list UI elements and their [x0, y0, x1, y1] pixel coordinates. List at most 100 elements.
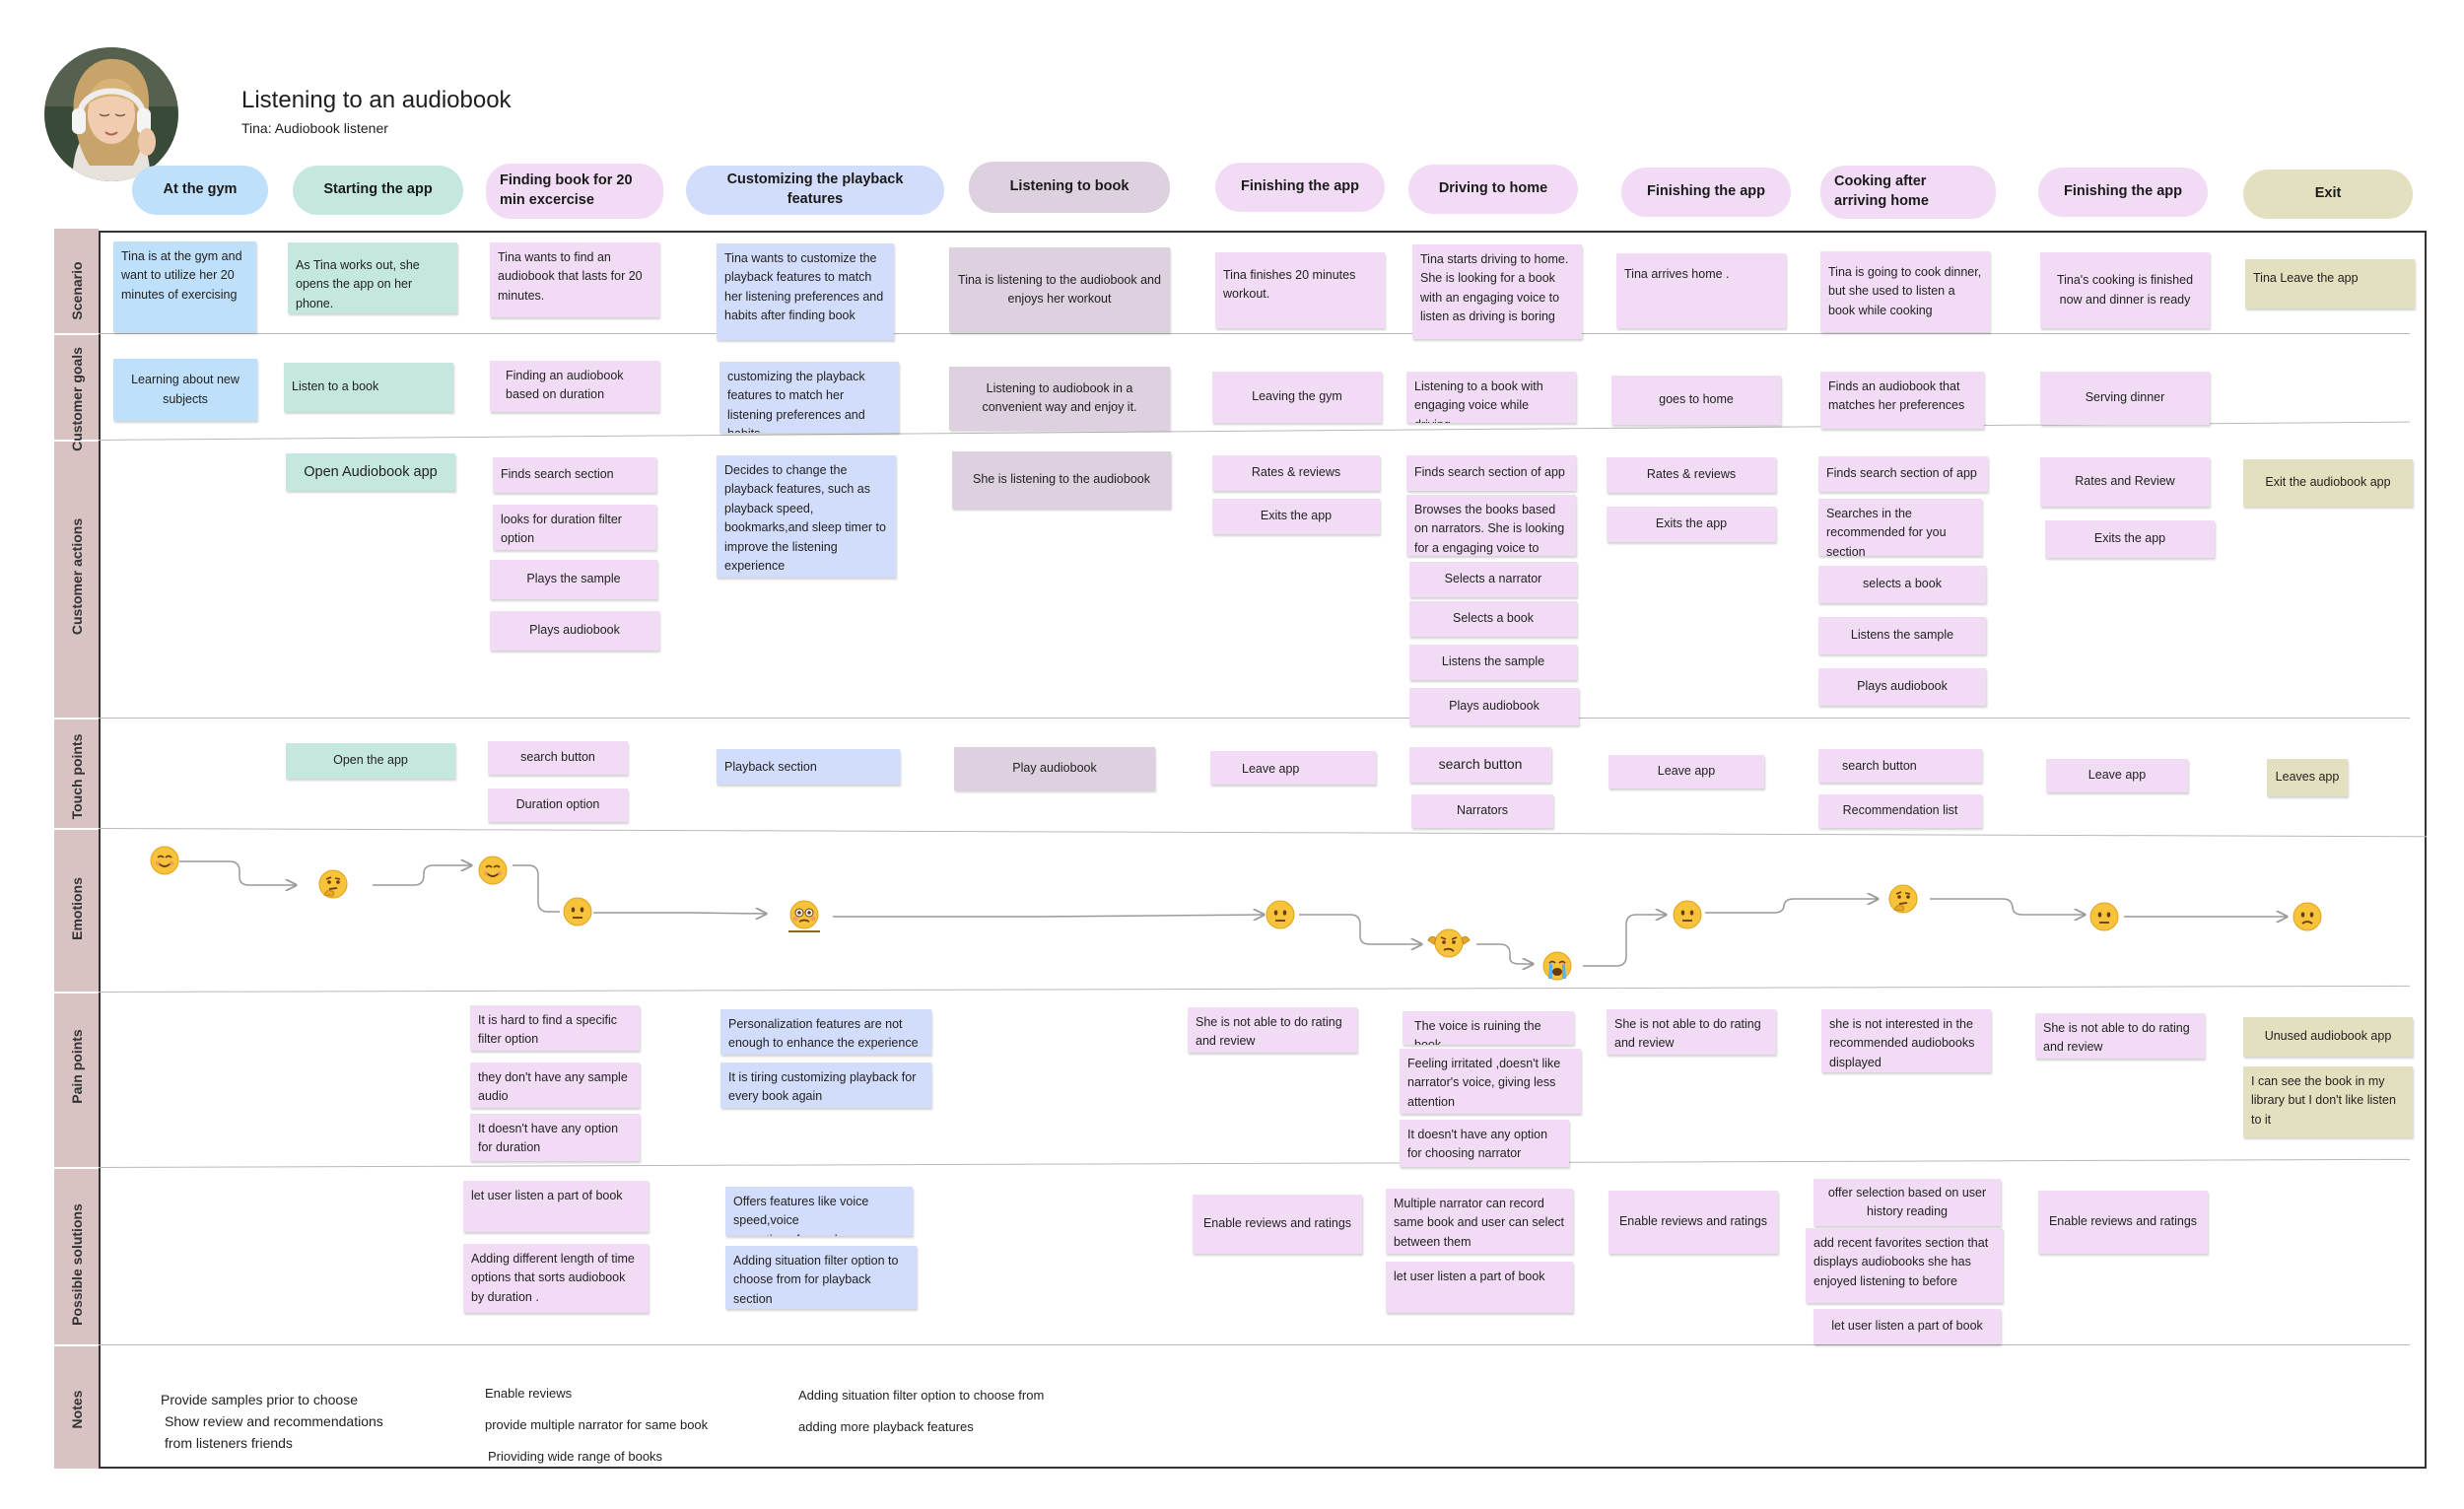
note-text: Enable reviews — [485, 1386, 573, 1401]
action-note: looks for duration filter option — [493, 505, 656, 550]
goal-note: Serving dinner — [2040, 372, 2210, 425]
scenario-note: Tina wants to customize the playback fea… — [717, 243, 894, 340]
touchpoint-note: search button — [1818, 749, 1982, 783]
solution-note: Adding different length of time options … — [463, 1244, 649, 1313]
note-text: from listeners friends — [165, 1435, 293, 1451]
touchpoint-note: Duration option — [488, 789, 628, 822]
lane-divider — [99, 718, 2410, 719]
emoji-flushed-icon — [789, 900, 819, 929]
solution-note: Offers features like voice speed,voice c… — [725, 1187, 913, 1236]
stage-exit: Exit — [2243, 170, 2413, 219]
action-note: Plays the sample — [490, 560, 657, 599]
note-text: Provide samples prior to choose — [161, 1392, 358, 1407]
touchpoint-note: Playback section — [717, 749, 900, 785]
goal-note: Listening to a book with engaging voice … — [1406, 372, 1576, 423]
emoji-neutral-icon — [1673, 900, 1702, 929]
lane-bar-goals — [54, 335, 99, 440]
stage-finishing-2: Finishing the app — [1621, 168, 1791, 217]
solution-note: let user listen a part of book — [1386, 1262, 1573, 1313]
emoji-crying-icon — [1542, 951, 1572, 981]
action-note: Selects a book — [1409, 601, 1577, 637]
action-note: Searches in the recommended for you sect… — [1818, 499, 1982, 556]
journey-map-frame — [99, 231, 2427, 1469]
pain-note: She is not able to do rating and review — [1188, 1007, 1357, 1053]
scenario-note: Tina arrives home . — [1616, 253, 1786, 328]
pain-note: I can see the book in my library but I d… — [2243, 1066, 2413, 1137]
note-text: Show review and recommendations — [165, 1413, 383, 1429]
solution-note: let user listen a part of book — [463, 1181, 649, 1232]
solution-note: Multiple narrator can record same book a… — [1386, 1189, 1573, 1254]
goal-note: Finds an audiobook that matches her pref… — [1820, 372, 1984, 429]
solution-note: Adding situation filter option to choose… — [725, 1246, 917, 1309]
scenario-note: Tina starts driving to home. She is look… — [1412, 244, 1582, 339]
stage-starting-the-app: Starting the app — [293, 166, 463, 215]
pain-note: Personalization features are not enough … — [720, 1009, 931, 1055]
stage-finding-book: Finding book for 20 min excercise — [486, 164, 663, 219]
goal-note: customizing the playback features to mat… — [719, 362, 899, 433]
lane-bar-actions — [54, 442, 99, 718]
goal-note: Learning about new subjects — [113, 359, 257, 421]
touchpoint-note: Open the app — [286, 743, 455, 779]
action-note: Exits the app — [2045, 520, 2215, 558]
action-note: Selects a narrator — [1409, 562, 1577, 597]
page-title: Listening to an audiobook — [241, 87, 512, 113]
action-note: Plays audiobook — [490, 611, 659, 651]
lane-divider — [99, 1344, 2410, 1345]
note-text: provide multiple narrator for same book — [485, 1417, 709, 1432]
pain-note: Unused audiobook app — [2243, 1017, 2413, 1057]
emoji-happy-icon — [150, 846, 179, 875]
pain-note: It doesn't have any option for duration — [470, 1114, 640, 1161]
action-note: Rates & reviews — [1607, 457, 1776, 493]
action-note: Finds search section — [493, 457, 656, 493]
persona-label: Tina: Audiobook listener — [241, 120, 388, 136]
pain-note: she is not interested in the recommended… — [1821, 1009, 1991, 1072]
scenario-note: Tina is going to cook dinner, but she us… — [1820, 251, 1990, 332]
action-note: Browses the books based on narrators. Sh… — [1406, 495, 1576, 556]
action-note: Plays audiobook — [1818, 668, 1986, 706]
action-note: Rates and Review — [2040, 457, 2210, 507]
action-note: She is listening to the audiobook — [952, 451, 1171, 509]
lane-bar-touch — [54, 720, 99, 828]
touchpoint-note: Play audiobook — [954, 747, 1155, 790]
lane-bar-emotions — [54, 830, 99, 992]
action-open-app: Open Audiobook app — [286, 453, 455, 491]
goal-note: goes to home — [1611, 376, 1781, 425]
action-note: Exits the app — [1212, 499, 1380, 534]
scenario-note: Tina Leave the app — [2245, 259, 2415, 309]
solution-note: offer selection based on user history re… — [1814, 1179, 2001, 1226]
stage-driving-home: Driving to home — [1408, 165, 1578, 214]
solution-note: Enable reviews and ratings — [2038, 1191, 2208, 1254]
pain-note: It doesn't have any option for choosing … — [1400, 1120, 1569, 1167]
note-text: adding more playback features — [798, 1419, 974, 1434]
pain-note: It is tiring customizing playback for ev… — [720, 1063, 931, 1108]
action-note: Exit the audiobook app — [2243, 459, 2413, 507]
touchpoint-note: Leave app — [1608, 755, 1764, 789]
solution-note: Enable reviews and ratings — [1608, 1191, 1778, 1254]
action-note: Finds search section of app — [1818, 456, 1988, 492]
action-note: Plays audiobook — [1409, 688, 1579, 725]
solution-note: add recent favorites section that displa… — [1806, 1228, 2003, 1303]
lane-bar-pain — [54, 994, 99, 1167]
action-note: Exits the app — [1607, 507, 1776, 542]
scenario-note: Tina's cooking is finished now and dinne… — [2040, 252, 2210, 328]
lane-bar-solutions — [54, 1169, 99, 1344]
action-note: selects a book — [1818, 566, 1986, 603]
scenario-note: Tina is at the gym and want to utilize h… — [113, 241, 256, 332]
touchpoint-note: Leave app — [1210, 751, 1376, 785]
action-note: Rates & reviews — [1212, 455, 1380, 491]
scenario-note: Tina wants to find an audiobook that las… — [490, 242, 659, 317]
emoji-happy-icon — [478, 856, 508, 885]
scenario-note: As Tina works out, she opens the app on … — [288, 242, 457, 313]
goal-note: Finding an audiobook based on duration — [490, 361, 659, 412]
touchpoint-note: search button — [1409, 747, 1551, 783]
pain-note: The voice is ruining the book — [1403, 1011, 1574, 1045]
pain-note: Feeling irritated ,doesn't like narrator… — [1400, 1049, 1581, 1114]
emoji-neutral-icon — [1266, 900, 1295, 929]
goal-note: Listening to audiobook in a convenient w… — [949, 367, 1170, 430]
touchpoint-note: Recommendation list — [1818, 794, 1982, 828]
stage-at-the-gym: At the gym — [132, 166, 268, 215]
emoji-thinking-icon — [1888, 884, 1918, 914]
touchpoint-note: Leave app — [2046, 759, 2188, 792]
touchpoint-note: Narrators — [1411, 794, 1553, 828]
